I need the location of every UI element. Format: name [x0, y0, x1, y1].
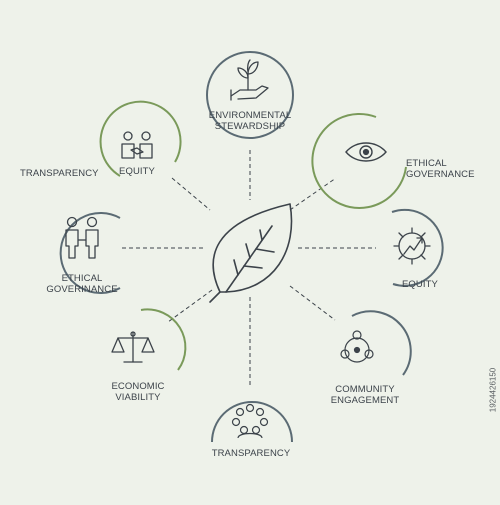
label-line: STEWARDSHIP	[214, 121, 286, 132]
ring-equity-right	[391, 208, 444, 287]
gear-growth-icon	[393, 227, 431, 265]
ring-economic-viability	[140, 308, 187, 371]
label-line: GOVERNANCE	[406, 169, 475, 180]
label-line: ETHICAL	[406, 158, 447, 169]
plant-in-hand-icon	[230, 59, 269, 101]
eye-icon	[345, 142, 387, 162]
label-economic-viability: ECONOMIC VIABILITY	[111, 381, 164, 403]
label-line: EQUITY	[402, 279, 438, 290]
label-line: ENVIRONMENTAL	[208, 110, 292, 121]
label-community-engagement: COMMUNITY ENGAGEMENT	[331, 384, 400, 406]
stock-id: 1924426150	[486, 290, 500, 490]
connector-top-right	[289, 177, 337, 211]
label-line: COMMUNITY	[335, 384, 395, 395]
two-people-icon	[65, 216, 99, 259]
stock-id-text: 1924426150	[488, 367, 498, 413]
label-environmental-stewardship: ENVIRONMENTAL STEWARDSHIP	[209, 110, 291, 132]
ring-community-engagement	[351, 310, 412, 376]
label-equity-right: EQUITY	[402, 279, 438, 290]
ring-equity-left	[99, 100, 182, 177]
label-ethical-governance-right: ETHICAL GOVERNANCE	[406, 158, 475, 180]
leaf-icon	[209, 203, 293, 303]
label-line: ECONOMIC	[111, 381, 165, 392]
label-line: GOVERINANCE	[46, 284, 118, 295]
connectors	[122, 150, 376, 385]
community-network-icon	[340, 330, 374, 363]
label-line: VIABILITY	[115, 392, 161, 403]
ring-transparency-bottom	[211, 401, 293, 443]
label-transparency-outer: TRANSPARENCY	[20, 168, 99, 179]
connector-top-left	[171, 177, 211, 211]
label-line: EQUITY	[119, 166, 155, 177]
connector-bottom-right	[289, 285, 336, 321]
label-line: ENGAGEMENT	[330, 395, 400, 406]
handshake-icon	[121, 131, 153, 159]
ring-ethical-governance-right	[311, 112, 407, 209]
people-group-icon	[231, 403, 269, 439]
ring-environmental-stewardship	[206, 51, 294, 139]
balance-scale-icon	[111, 331, 155, 363]
ring-ethical-governance-left	[59, 212, 121, 294]
connector-bottom-left	[167, 289, 213, 323]
label-line: TRANSPARENCY	[211, 448, 291, 459]
label-equity-left: EQUITY	[119, 166, 155, 177]
label-ethical-governance-left: ETHICAL GOVERINANCE	[46, 273, 117, 295]
rings	[59, 51, 444, 443]
label-line: ETHICAL	[61, 273, 103, 284]
label-transparency-bottom: TRANSPARENCY	[212, 448, 291, 459]
